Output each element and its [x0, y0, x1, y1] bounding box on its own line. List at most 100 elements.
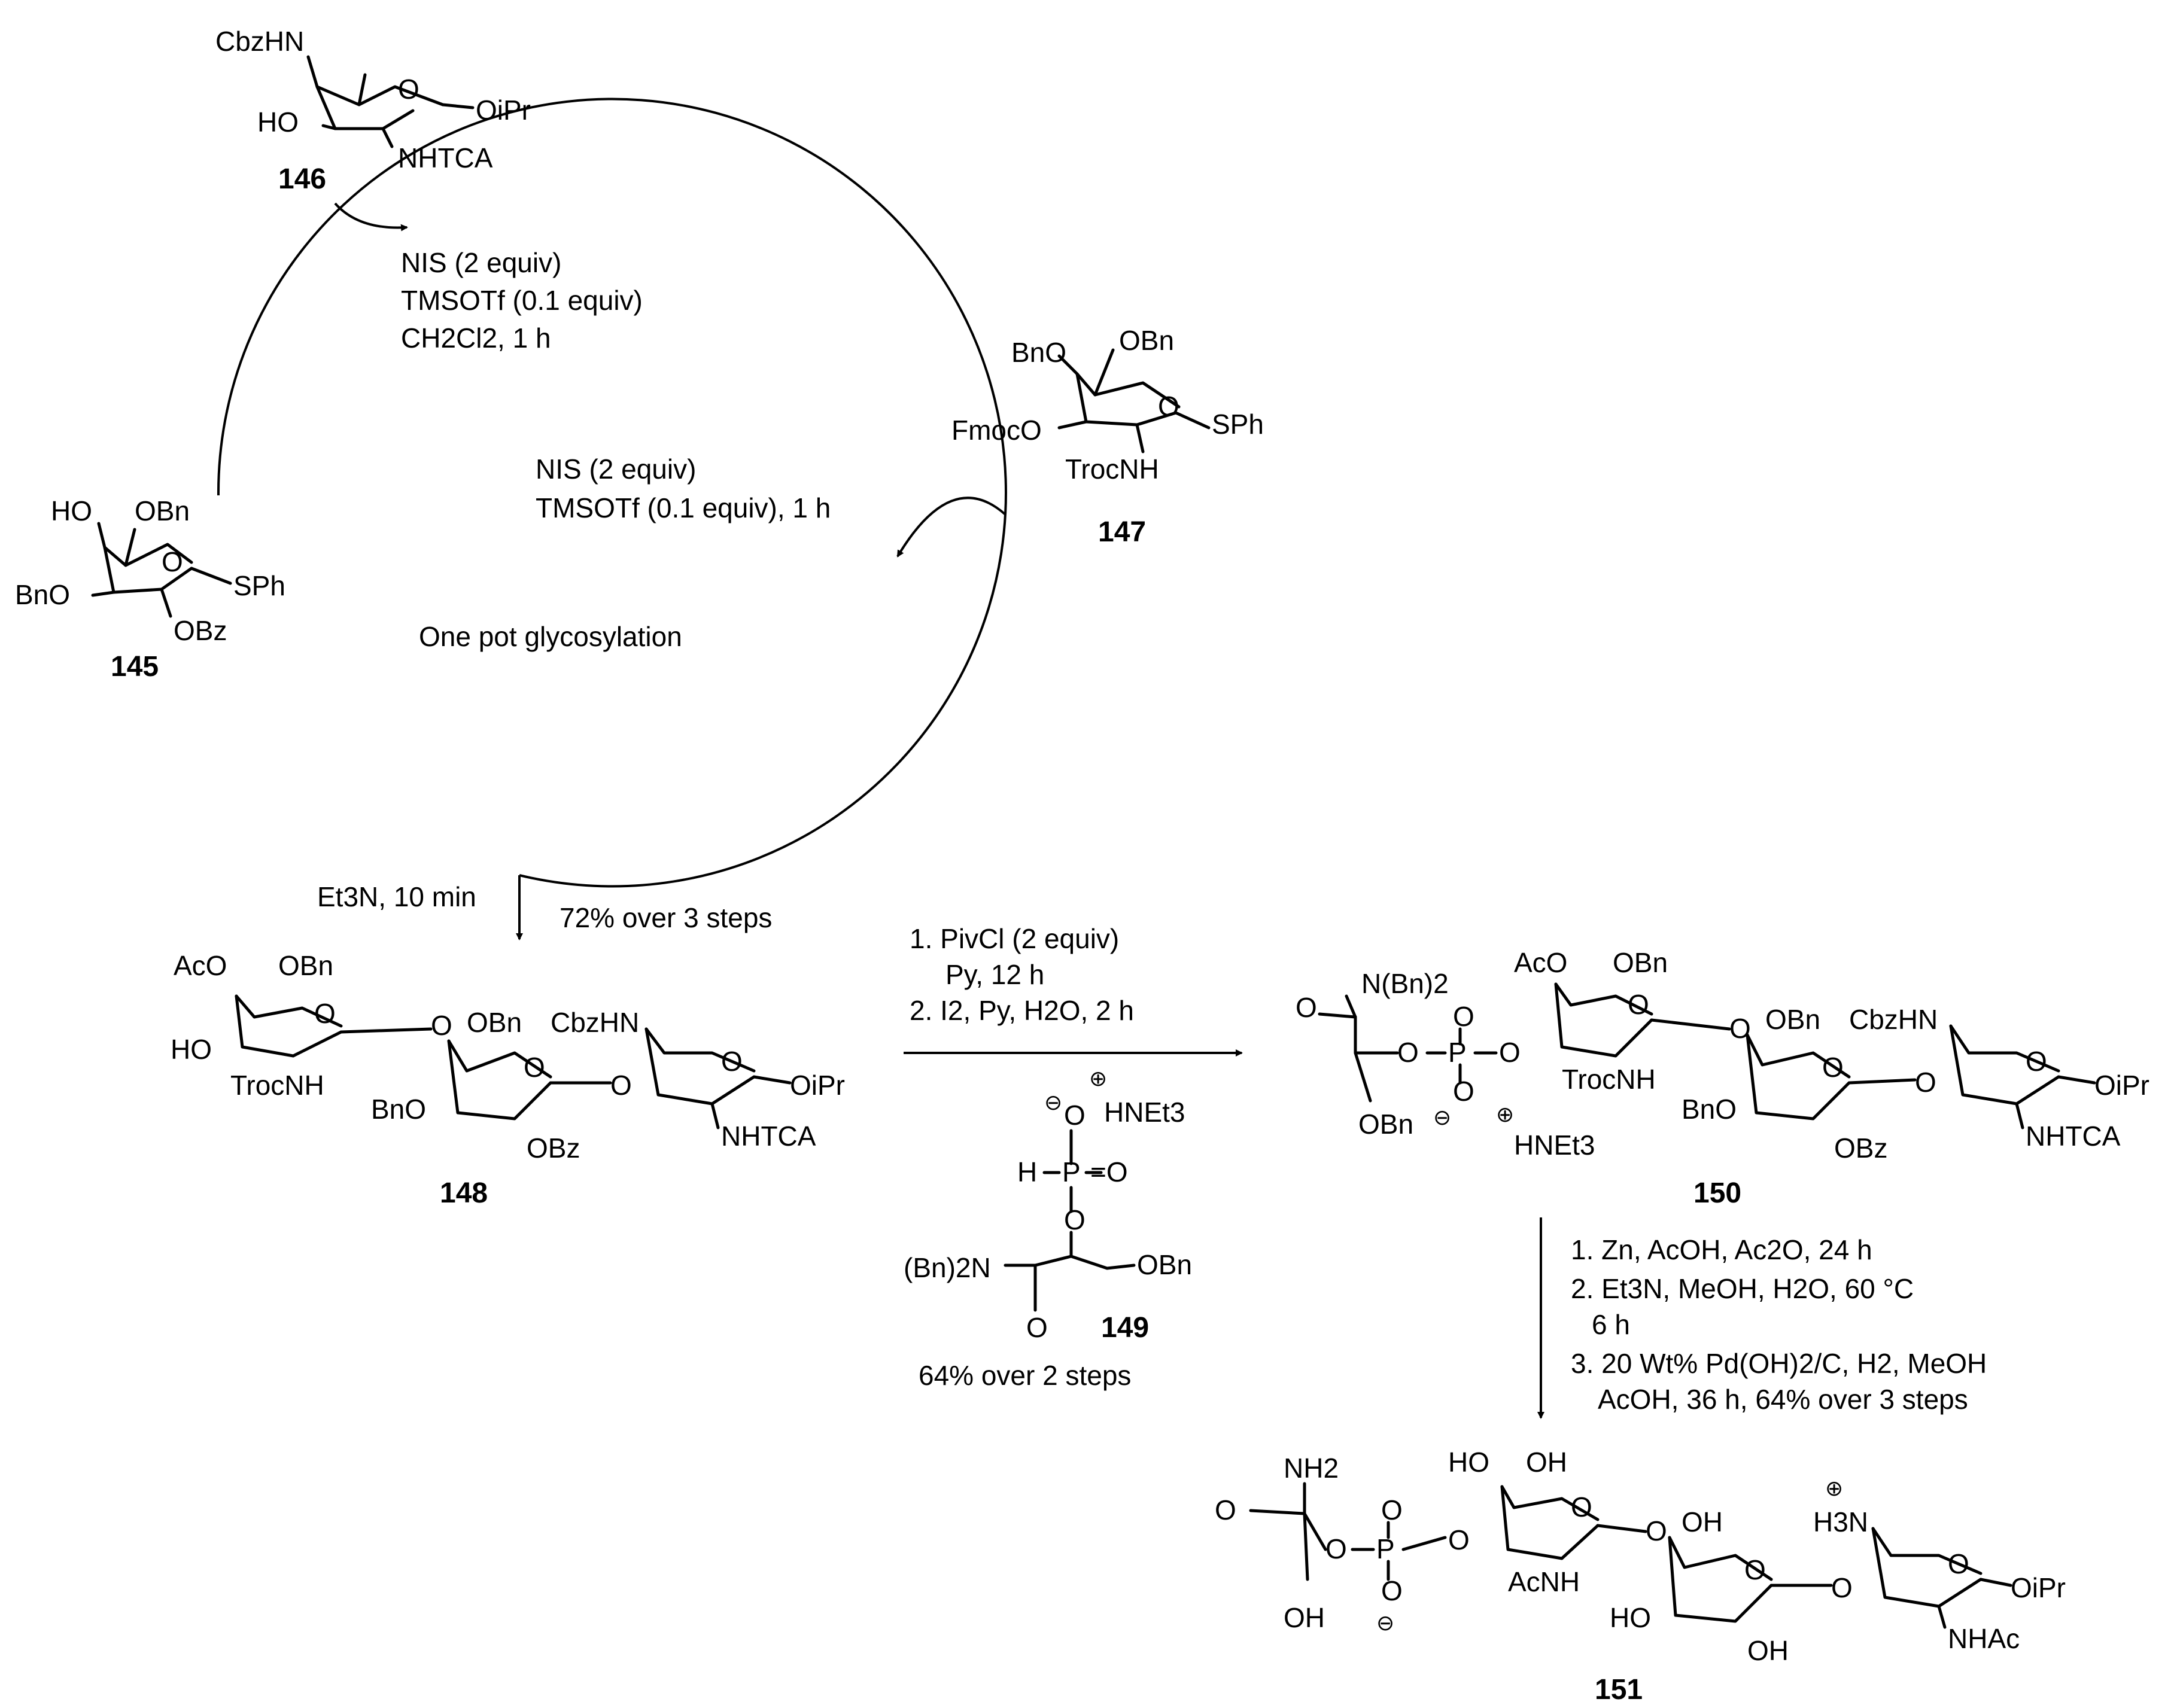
atom-label: NHAc: [1948, 1623, 2020, 1654]
substituent-bond: [306, 55, 319, 89]
atom-label: O: [2026, 1046, 2047, 1077]
atom-label: O: [1064, 1204, 1086, 1235]
atom-label: O: [610, 1070, 632, 1101]
atom-label: O: [1499, 1037, 1521, 1068]
atom-label: P: [1376, 1533, 1395, 1564]
condition-line: TMSOTf (0.1 equiv), 1 h: [536, 492, 831, 523]
substituent-bond: [1093, 348, 1115, 397]
glycosidic-bond: [339, 1027, 433, 1034]
substituent-bond: [2015, 1102, 2024, 1129]
atom-label: OiPr: [2011, 1572, 2066, 1603]
atom-label: (Bn)2N: [904, 1252, 991, 1283]
ring-bond: [1871, 1527, 1983, 1608]
ring-bond: [1949, 1024, 2060, 1073]
atom-label: O: [1948, 1548, 1969, 1579]
ring-bond: [1746, 1033, 1851, 1079]
ring-bond: [1746, 1033, 1851, 1121]
compound-id: 146: [278, 163, 326, 195]
compound-145: HO OBn O BnO SPh OBz 145: [15, 495, 285, 683]
ring-bond: [1075, 372, 1181, 409]
compound-id: 148: [440, 1177, 488, 1209]
atom-label: O: [1831, 1572, 1853, 1603]
atom-label: OBz: [527, 1132, 580, 1164]
atom-label: O: [1453, 1001, 1474, 1032]
atom-label: FmocO: [951, 415, 1042, 446]
atom-label: O: [1628, 989, 1649, 1020]
ring-bond: [1668, 1536, 1773, 1623]
glycosidic-bond: [1650, 1018, 1731, 1031]
substituent-bond: [190, 567, 232, 585]
atom-label: O: [1646, 1515, 1667, 1546]
condition-line: 2. Et3N, MeOH, H2O, 60 °C: [1571, 1273, 1914, 1304]
condition-line: 2. I2, Py, H2O, 2 h: [910, 995, 1134, 1026]
substituent-bond: [710, 1102, 720, 1129]
atom-label: TrocNH: [1562, 1064, 1656, 1095]
atom-label: NHTCA: [721, 1121, 816, 1152]
atom-label: SPh: [233, 570, 285, 601]
conditions-to-151: 1. Zn, AcOH, Ac2O, 24 h 2. Et3N, MeOH, H…: [1571, 1234, 1987, 1415]
bond: [1354, 1051, 1372, 1103]
substituent-bond: [2057, 1075, 2096, 1085]
substituent-bond: [1979, 1578, 2012, 1587]
cycle-conditions-a: NIS (2 equiv) TMSOTf (0.1 equiv) CH2Cl2,…: [401, 247, 643, 354]
ring-bond: [447, 1039, 552, 1079]
conditions-to-150: 1. PivCl (2 equiv) Py, 12 h 2. I2, Py, H…: [910, 923, 1134, 1026]
bond: [1345, 994, 1357, 1019]
condition-line: TMSOTf (0.1 equiv): [401, 285, 643, 316]
atom-label: O: [314, 998, 336, 1029]
atom-label: O: [1729, 1013, 1751, 1044]
ring-bond: [1668, 1536, 1773, 1581]
atom-label: O: [1915, 1067, 1936, 1098]
atom-label: NHTCA: [2026, 1121, 2121, 1152]
condition-line: 1. Zn, AcOH, Ac2O, 24 h: [1571, 1234, 1872, 1265]
atom-label: AcNH: [1508, 1566, 1580, 1597]
atom-label: O: [1296, 992, 1317, 1023]
atom-label: NH2: [1284, 1453, 1339, 1484]
atom-label: OH: [1682, 1506, 1723, 1537]
substituent-bond: [124, 528, 136, 567]
atom-label: O: [524, 1052, 545, 1083]
compound-148: AcO OBn O HO TrocNH O OBn CbzHN O BnO O …: [171, 950, 845, 1209]
cycle-conditions-b: NIS (2 equiv) TMSOTf (0.1 equiv), 1 h: [536, 453, 831, 523]
plus-charge: ⊕: [1496, 1102, 1514, 1127]
ring-bond: [1554, 982, 1653, 1058]
atom-label: OH: [1284, 1602, 1325, 1633]
atom-label: CbzHN: [551, 1007, 639, 1038]
ring-bond: [644, 1027, 756, 1106]
atom-label: OBn: [1358, 1109, 1413, 1140]
atom-label: OBn: [1765, 1004, 1820, 1035]
atom-label: OBn: [1119, 325, 1174, 356]
atom-label: P: [1448, 1037, 1467, 1068]
cycle-arc: [217, 98, 1007, 888]
glycosidic-bond: [1596, 1524, 1647, 1533]
condition-line: 1. PivCl (2 equiv): [910, 923, 1119, 954]
atom-label: O: [1453, 1076, 1474, 1107]
atom-label: O: [1397, 1037, 1419, 1068]
atom-label: HNEt3: [1514, 1129, 1595, 1161]
bond: [1401, 1536, 1447, 1551]
atom-label: OiPr: [2094, 1070, 2149, 1101]
atom-label: P: [1062, 1156, 1081, 1188]
ring-bond: [235, 994, 343, 1058]
compound-151: NH2 O O P O O O HO OH O AcNH O OH ⊕ H3N …: [1215, 1447, 2066, 1706]
substituent-bond: [321, 124, 337, 130]
compound-146: CbzHN HO O OiPr NHTCA 146: [215, 26, 531, 195]
arrow-146-entry: [334, 202, 408, 232]
minus-charge: ⊖: [1044, 1090, 1062, 1115]
ring-bond: [315, 85, 415, 130]
bond: [1249, 1509, 1306, 1515]
minus-charge: ⊖: [1433, 1105, 1451, 1129]
atom-label: O: [1744, 1554, 1766, 1585]
bond: [1303, 1512, 1309, 1581]
atom-label: O: [1158, 391, 1179, 422]
atom-label: AcO: [1514, 947, 1567, 978]
plus-charge: ⊕: [1825, 1476, 1843, 1500]
arrow-147-entry: [896, 497, 1007, 558]
atom-label: OH: [1747, 1635, 1789, 1666]
atom-label: H3N: [1813, 1506, 1868, 1537]
ring-bond: [235, 994, 343, 1028]
compound-147: BnO OBn O FmocO SPh TrocNH 147: [951, 325, 1264, 548]
atom-label: BnO: [1011, 337, 1066, 368]
ring-bond: [1500, 1485, 1600, 1521]
yield-148: 72% over 3 steps: [560, 902, 772, 933]
